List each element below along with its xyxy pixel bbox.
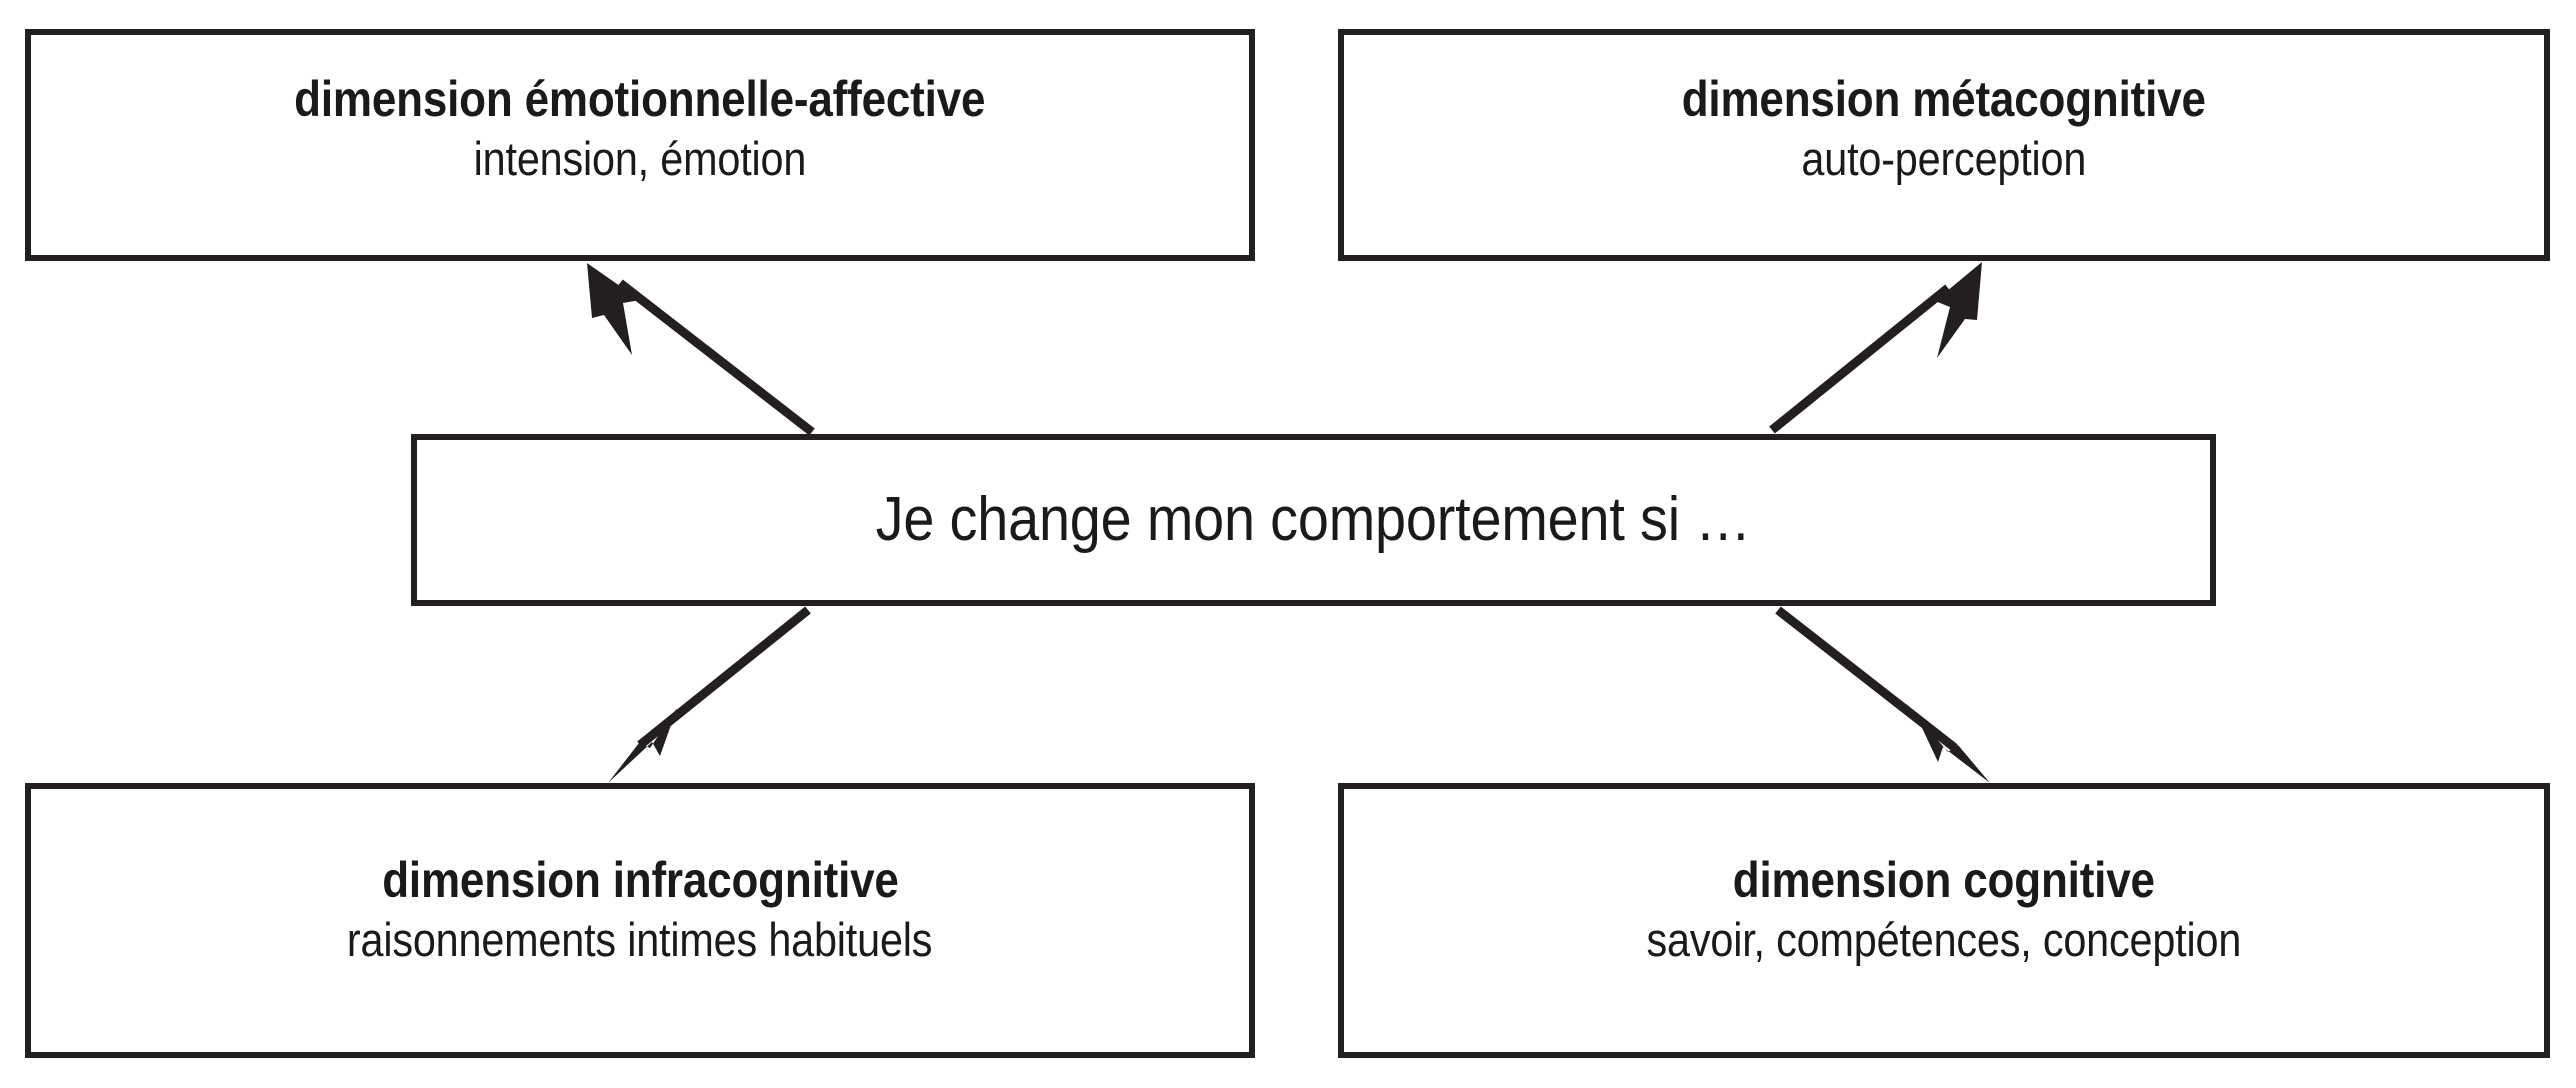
- node-title: dimension émotionnelle-affective: [294, 70, 986, 127]
- node-dimension-cognitive: dimension cognitive savoir, compétences,…: [1338, 783, 2550, 1058]
- arrow-center-to-metacognitive: [1769, 262, 1982, 434]
- arrow-center-to-cognitive: [1775, 606, 1990, 783]
- node-center-statement: Je change mon comportement si …: [411, 434, 2216, 606]
- node-title: dimension métacognitive: [1681, 70, 2207, 127]
- node-subtitle: auto-perception: [1801, 131, 2087, 185]
- arrow-center-to-emotional: [587, 263, 815, 436]
- node-subtitle: intension, émotion: [473, 131, 807, 185]
- node-dimension-emotionnelle-affective: dimension émotionnelle-affective intensi…: [25, 29, 1255, 261]
- node-title: dimension infracognitive: [381, 852, 899, 909]
- node-subtitle: savoir, compétences, conception: [1646, 913, 2242, 967]
- node-dimension-infracognitive: dimension infracognitive raisonnements i…: [25, 783, 1255, 1058]
- node-subtitle: raisonnements intimes habituels: [347, 913, 933, 967]
- node-dimension-metacognitive: dimension métacognitive auto-perception: [1338, 29, 2550, 261]
- node-title: dimension cognitive: [1732, 852, 2156, 909]
- arrow-center-to-infracognitive: [608, 606, 811, 783]
- center-statement-label: Je change mon comportement si …: [875, 485, 1752, 555]
